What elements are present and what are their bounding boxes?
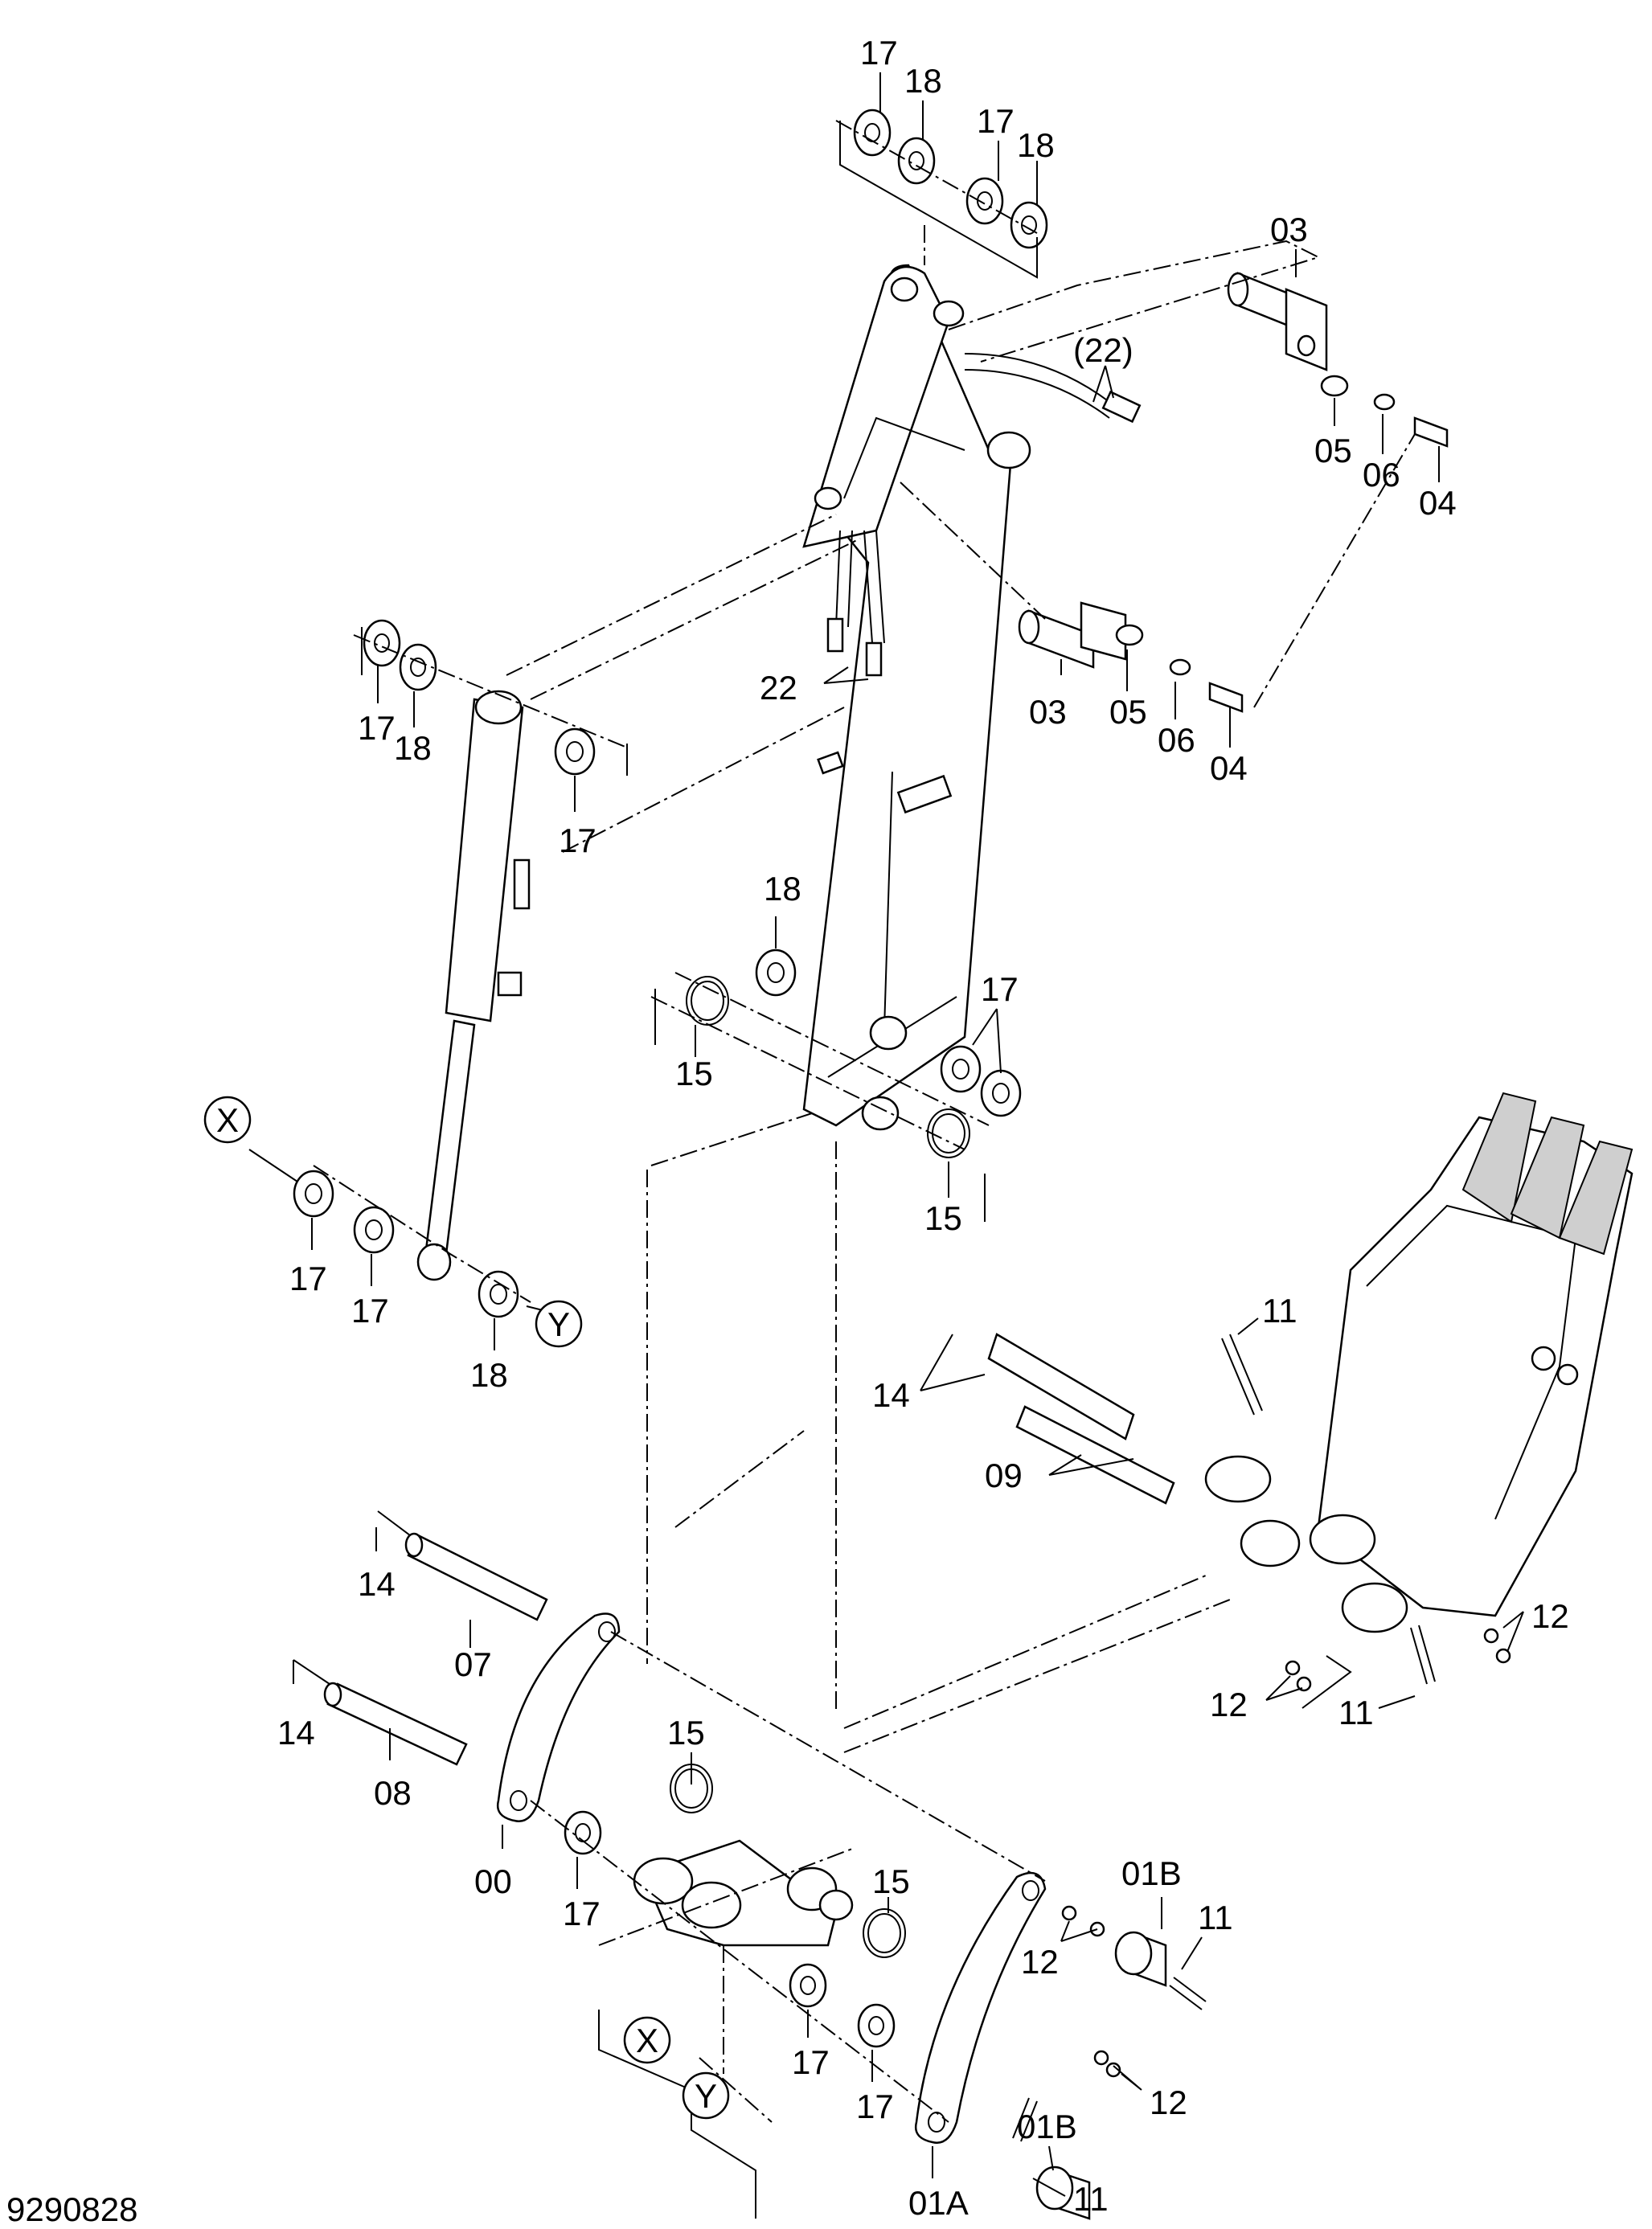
callout-17: 17 xyxy=(856,2088,894,2125)
callout-03: 03 xyxy=(1029,693,1067,731)
arm-hoses xyxy=(826,353,1142,677)
callout-05: 05 xyxy=(1109,693,1147,731)
callout-04: 04 xyxy=(1419,484,1457,522)
arm-body xyxy=(802,264,1031,1131)
assembly-lines xyxy=(313,120,1416,2123)
callout-15: 15 xyxy=(667,1714,705,1752)
mark-y2: Y xyxy=(695,2077,717,2115)
callout-12: 12 xyxy=(1021,1943,1059,1981)
callouts: 17 18 17 18 03 (22) 05 06 04 22 03 05 06… xyxy=(277,34,1569,2222)
callout-15: 15 xyxy=(872,1862,910,1900)
callout-18: 18 xyxy=(394,729,432,767)
callout-11: 11 xyxy=(1262,1292,1297,1330)
bracket-corners xyxy=(361,121,1352,2219)
reference-marks: X Y X Y xyxy=(203,1096,730,2120)
callout-01b: 01B xyxy=(1121,1854,1182,1892)
washers-lower xyxy=(564,1764,906,2048)
callout-03: 03 xyxy=(1270,211,1308,248)
callout-01a: 01A xyxy=(908,2184,969,2222)
callout-17: 17 xyxy=(977,102,1015,140)
washers-top xyxy=(853,109,1048,249)
mark-x2: X xyxy=(636,2022,658,2059)
link-pins xyxy=(293,1510,548,1766)
side-link-01a xyxy=(914,1871,1047,2144)
callout-22: (22) xyxy=(1073,331,1133,369)
callout-17: 17 xyxy=(981,970,1019,1008)
pin-03-lower xyxy=(1018,601,1244,713)
callout-17: 17 xyxy=(860,34,898,72)
callout-12: 12 xyxy=(1531,1597,1569,1635)
leader-lines xyxy=(248,72,1524,2197)
washers-middle xyxy=(686,949,1022,1158)
h-link xyxy=(633,1839,854,1947)
mark-x1: X xyxy=(216,1101,239,1139)
callout-11: 11 xyxy=(1338,1694,1374,1731)
drawing-number: 9290828 xyxy=(6,2190,138,2228)
callout-14: 14 xyxy=(277,1714,315,1752)
callout-17: 17 xyxy=(563,1895,601,1932)
callout-17: 17 xyxy=(792,2043,830,2081)
callout-11: 11 xyxy=(1198,1899,1233,1936)
callout-00: 00 xyxy=(474,1862,512,1900)
callout-17: 17 xyxy=(289,1260,327,1297)
bushings-01b xyxy=(1035,1931,1167,2220)
callout-01b: 01B xyxy=(1017,2108,1077,2145)
callout-18: 18 xyxy=(470,1356,508,1394)
callout-17: 17 xyxy=(559,822,596,859)
callout-17: 17 xyxy=(351,1292,389,1330)
callout-17: 17 xyxy=(358,709,396,747)
callout-07: 07 xyxy=(454,1645,492,1683)
callout-15: 15 xyxy=(675,1055,713,1092)
callout-04: 04 xyxy=(1210,749,1248,787)
bucket xyxy=(1317,1092,1634,1617)
washers-cylinder xyxy=(293,619,596,1318)
callout-14: 14 xyxy=(872,1376,910,1414)
side-link-00 xyxy=(496,1612,621,1822)
mark-y1: Y xyxy=(547,1305,570,1343)
bucket-cylinder xyxy=(416,690,531,1281)
callout-08: 08 xyxy=(374,1774,412,1812)
callout-12: 12 xyxy=(1150,2084,1187,2121)
bucket-pins xyxy=(987,1333,1408,1633)
callout-11: 11 xyxy=(1073,2180,1109,2218)
bolts-nuts xyxy=(1012,1334,1511,2142)
callout-15: 15 xyxy=(924,1199,962,1237)
callout-12: 12 xyxy=(1210,1686,1248,1723)
callout-09: 09 xyxy=(985,1457,1023,1494)
callout-18: 18 xyxy=(764,870,801,908)
callout-06: 06 xyxy=(1158,721,1195,759)
callout-05: 05 xyxy=(1314,432,1352,469)
callout-18: 18 xyxy=(1017,126,1055,164)
callout-06: 06 xyxy=(1363,456,1400,494)
callout-22: 22 xyxy=(760,669,797,707)
callout-18: 18 xyxy=(904,62,942,100)
callout-14: 14 xyxy=(358,1565,396,1603)
pin-03-upper xyxy=(1227,272,1449,448)
